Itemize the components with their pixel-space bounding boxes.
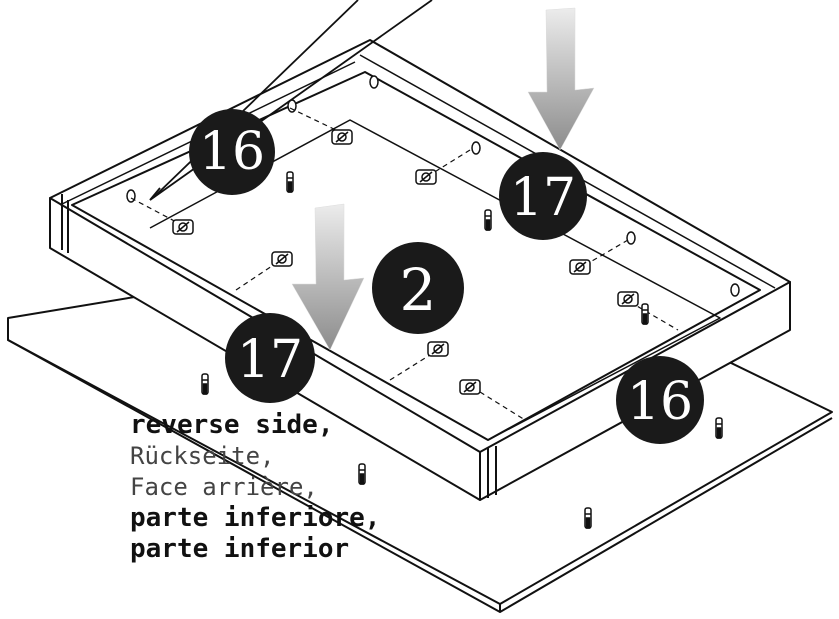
hole-marker — [369, 75, 379, 89]
cam-fitting — [271, 251, 293, 267]
cam-fitting — [569, 259, 591, 275]
dowel-pin — [484, 209, 492, 231]
rail-holes — [126, 75, 740, 297]
badge-17-right-label: 17 — [510, 168, 576, 228]
dowel-pin — [641, 303, 649, 325]
hole-marker — [626, 231, 636, 245]
caption-english: reverse side, — [130, 410, 334, 440]
cam-fitting — [415, 169, 437, 185]
down-arrow-right — [527, 7, 595, 151]
badge-16-right-label: 16 — [627, 372, 693, 432]
caption-german: Rückseite, — [130, 442, 275, 470]
dowel-pin — [584, 507, 592, 529]
badge-16-top-label: 16 — [199, 122, 265, 182]
side-caption: reverse side, Rückseite, Face arrière, p… — [130, 410, 380, 565]
hole-marker — [730, 283, 740, 297]
cam-fitting — [459, 379, 481, 395]
caption-french: Face arrière, — [130, 473, 318, 501]
badge-17-left: 17 — [225, 313, 315, 403]
cam-fitting — [172, 219, 194, 235]
dowel-pins — [201, 171, 723, 529]
hole-marker — [126, 189, 136, 203]
dowel-pin — [286, 171, 294, 193]
down-arrow-left — [291, 203, 365, 351]
dowel-pin — [201, 373, 209, 395]
cam-fittings — [172, 129, 639, 395]
cam-fitting — [617, 291, 639, 307]
badge-16-top: 16 — [189, 109, 275, 195]
badge-2-center: 2 — [372, 242, 464, 334]
caption-italian: parte inferiore, — [130, 503, 381, 533]
cam-fitting — [331, 129, 353, 145]
dowel-pin — [358, 463, 366, 485]
badge-17-left-label: 17 — [237, 330, 303, 390]
hole-marker — [471, 141, 481, 155]
cam-fitting — [427, 341, 449, 357]
badge-17-right: 17 — [499, 152, 587, 240]
dowel-pin — [715, 417, 723, 439]
caption-spanish: parte inferior — [130, 534, 350, 564]
badge-2-center-label: 2 — [400, 256, 437, 324]
badge-16-right: 16 — [616, 356, 704, 444]
